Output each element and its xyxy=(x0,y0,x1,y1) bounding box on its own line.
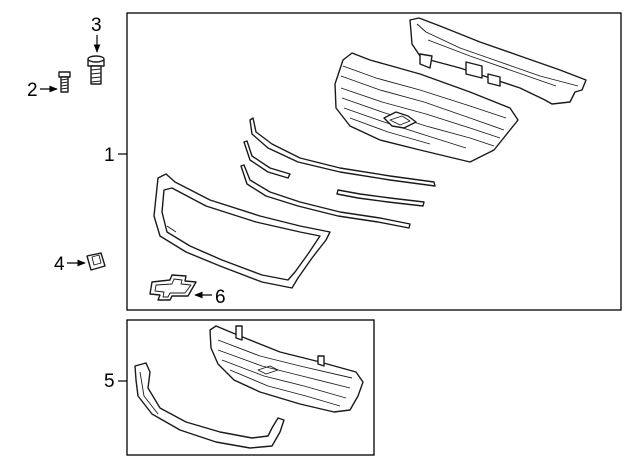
grille-mounting-bracket xyxy=(409,17,587,105)
grille-surround-frame xyxy=(153,173,331,289)
bolt-part-3 xyxy=(87,55,105,85)
screw-part-2 xyxy=(58,71,71,93)
upper-molding-strip xyxy=(249,117,436,187)
middle-molding-strip xyxy=(243,140,425,207)
callout-3: 3 xyxy=(91,15,102,36)
lower-molding-strip xyxy=(240,164,411,229)
lower-grille-assembly xyxy=(209,325,364,413)
alternate-assembly-box xyxy=(126,319,375,456)
main-assembly-box xyxy=(126,12,622,311)
callout-6: 6 xyxy=(215,287,226,308)
callout-2: 2 xyxy=(27,80,38,101)
callout-1: 1 xyxy=(104,145,115,166)
callout-4: 4 xyxy=(54,254,65,275)
clip-part-4 xyxy=(86,252,106,271)
lower-grille-molding xyxy=(134,362,285,449)
callout-5: 5 xyxy=(104,371,115,392)
grille-assembly xyxy=(334,52,519,163)
emblem-part-6 xyxy=(149,274,197,301)
